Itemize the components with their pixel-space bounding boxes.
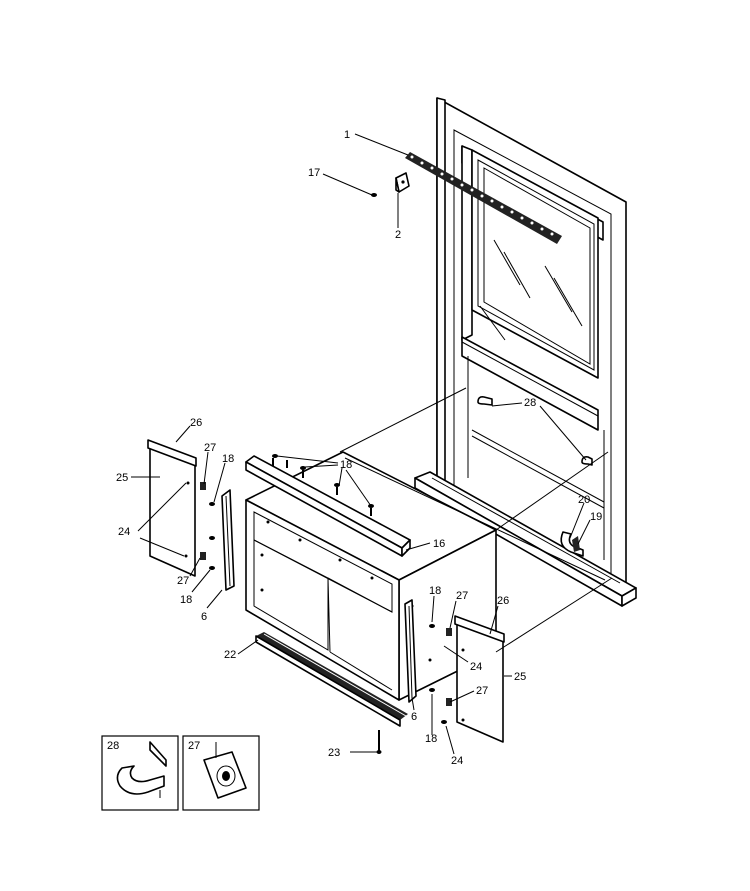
callout-2: 2 — [395, 229, 401, 241]
alignment-lines — [339, 387, 613, 653]
callout-25-right: 25 — [514, 671, 526, 683]
part-27-right-clips — [446, 628, 452, 706]
callout-18-left-bottom: 18 — [180, 594, 192, 606]
callout-27-left-bottom: 27 — [177, 575, 189, 587]
part-18-rail-screws — [272, 454, 374, 508]
left-side-curtain — [147, 439, 197, 577]
callout-27-right-bottom: 27 — [476, 685, 488, 697]
inset-part-28: 28 — [101, 735, 179, 811]
callout-17: 17 — [308, 167, 320, 179]
callout-18-rail: 18 — [340, 459, 352, 471]
callout-18-right-bottom: 18 — [425, 733, 437, 745]
callout-24-right-top: 24 — [470, 661, 482, 673]
callout-24-right-bottom: 24 — [451, 755, 463, 767]
callout-23: 23 — [328, 747, 340, 759]
inset-27-label: 27 — [188, 740, 200, 752]
callout-27-right-top: 27 — [456, 590, 468, 602]
callout-16: 16 — [433, 538, 445, 550]
part-17-screw — [371, 193, 377, 197]
callout-26-left: 26 — [190, 417, 202, 429]
leader-lines — [131, 133, 591, 755]
callout-labels: 1 17 2 28 20 19 26 27 18 25 24 27 18 6 1… — [116, 129, 602, 767]
part-18-right-screws — [429, 624, 447, 724]
callout-6-left: 6 — [201, 611, 207, 623]
part-1-foam-strip — [405, 152, 562, 244]
callout-19: 19 — [590, 511, 602, 523]
part-22-bottom-rail — [255, 632, 408, 727]
callout-6-right: 6 — [411, 711, 417, 723]
callout-27-left-top: 27 — [204, 442, 216, 454]
part-6-right-side-strip — [404, 599, 417, 703]
part-23-screw — [376, 730, 382, 754]
part-27-left-clips — [200, 482, 206, 560]
part-2-bracket — [395, 172, 410, 193]
part-18-left-screws — [209, 502, 215, 570]
callout-26-right: 26 — [497, 595, 509, 607]
callout-18-left-top: 18 — [222, 453, 234, 465]
callout-28-window: 28 — [524, 397, 536, 409]
callout-25-left: 25 — [116, 472, 128, 484]
callout-20: 20 — [578, 494, 590, 506]
callout-24-left: 24 — [118, 526, 130, 538]
callout-22: 22 — [224, 649, 236, 661]
right-side-curtain — [454, 615, 505, 743]
window-frame — [414, 97, 637, 607]
inset-28-label: 28 — [107, 740, 119, 752]
part-6-left-side-strip — [221, 489, 235, 591]
inset-part-27: 27 — [182, 735, 260, 811]
part-28-clip — [477, 396, 593, 466]
callout-1: 1 — [344, 129, 350, 141]
callout-18-right-top: 18 — [429, 585, 441, 597]
cabinet-sleeve — [245, 451, 497, 701]
part-16-top-rail — [245, 455, 411, 557]
